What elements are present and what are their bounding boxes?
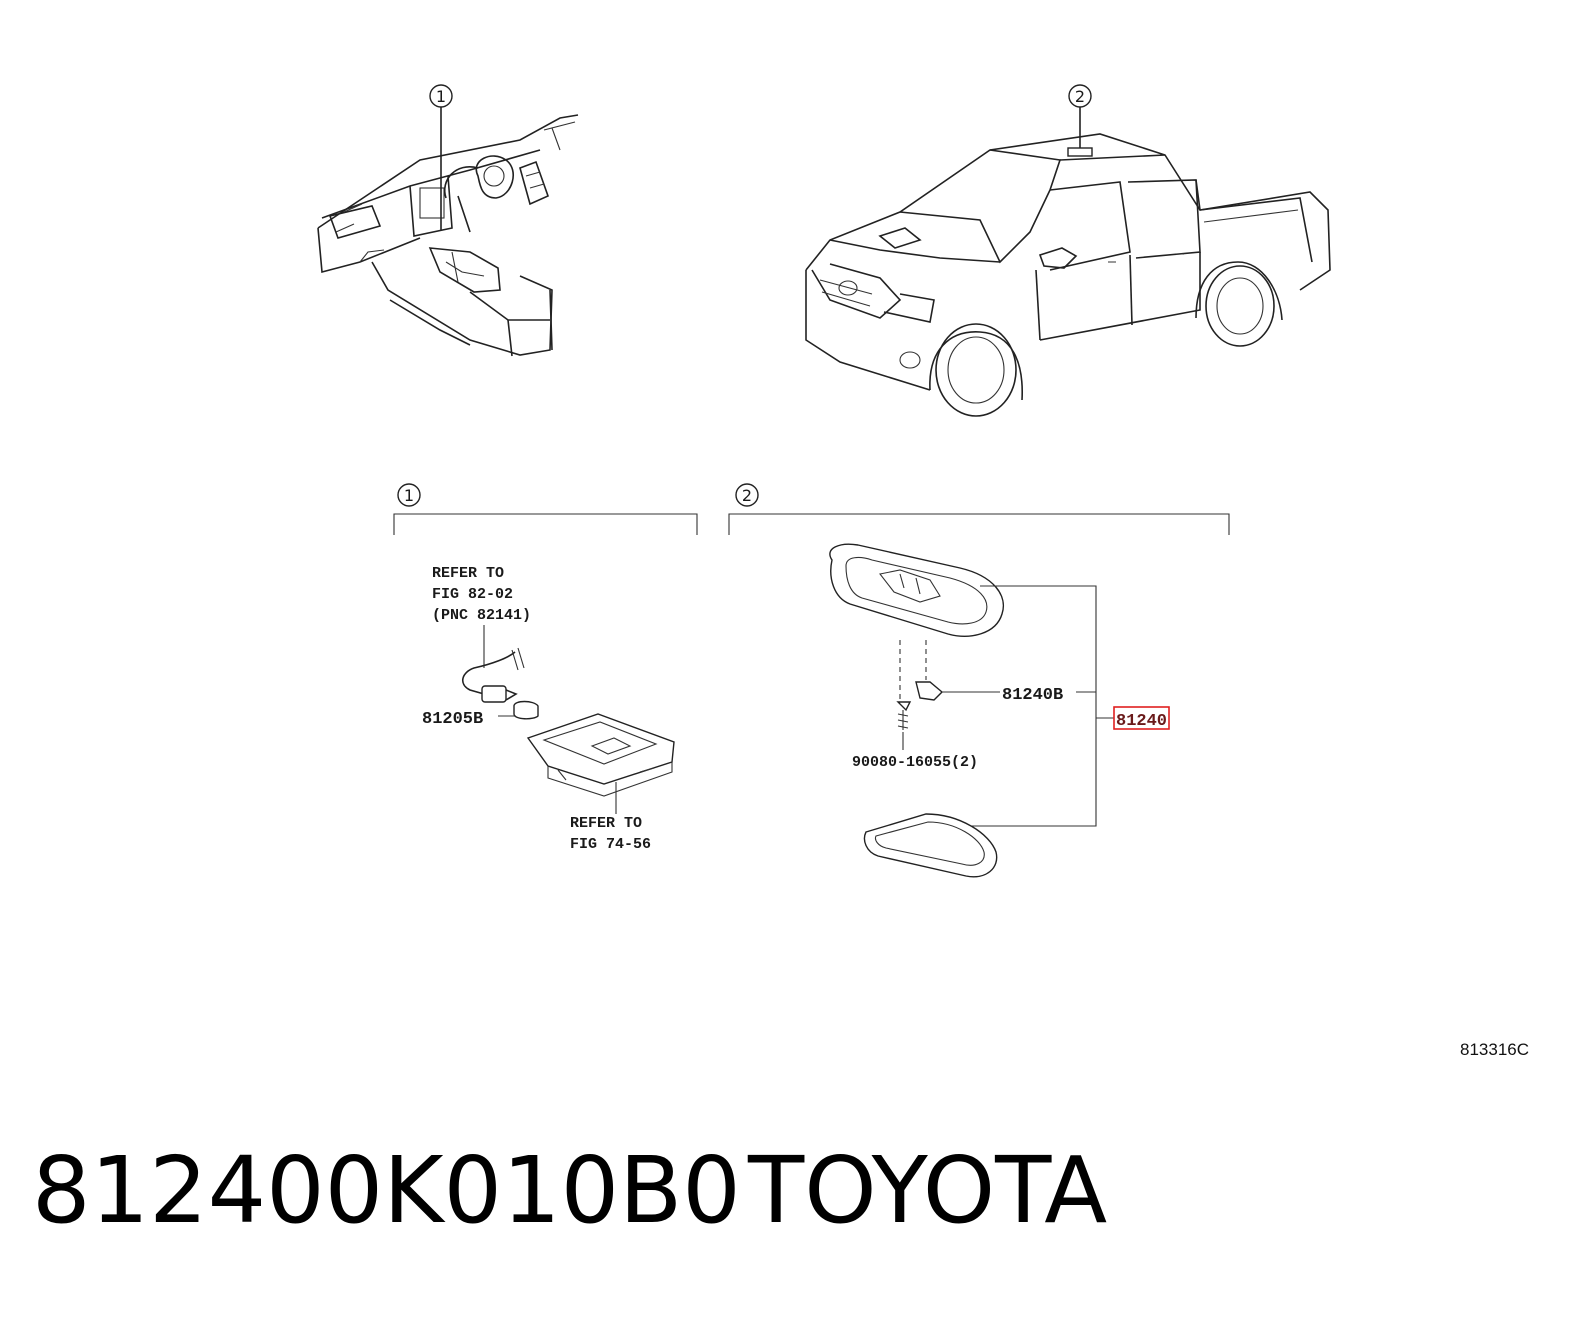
part-81240: 81240 [1116,712,1167,731]
refer-bottom-line-1: REFER TO [570,815,642,832]
figure-code: 813316C [1460,1040,1530,1059]
part-90080-16055: 90080-16055(2) [852,754,978,771]
svg-text:1: 1 [404,486,414,505]
part-81205b: 81205B [422,710,483,729]
refer-top-line-1: REFER TO [432,565,504,582]
group-1-bracket: 1 [393,483,698,535]
group-1-parts: REFER TO FIG 82-02 (PNC 82141) 81205B RE… [422,565,675,853]
refer-top-line-3: (PNC 82141) [432,607,531,624]
highlight-box [1113,706,1170,730]
callout-1-top: 1 [429,84,453,108]
refer-top-line-2: FIG 82-02 [432,586,513,603]
callout-2-top: 2 [1068,84,1092,108]
refer-bottom-line-2: FIG 74-56 [570,836,651,853]
group-2-parts: 90080-16055(2) 81240B 81240 [829,543,1170,878]
dashboard-illustration [317,107,579,357]
truck-illustration [805,107,1331,417]
part-81240b: 81240B [1002,686,1063,705]
group-2-bracket: 2 [728,483,1230,535]
svg-text:2: 2 [1075,87,1085,106]
footer-brand: TOYOTA [748,1137,1108,1244]
svg-text:2: 2 [742,486,752,505]
svg-text:1: 1 [436,87,446,106]
footer-part-number: 812400K010B0 [32,1137,741,1244]
